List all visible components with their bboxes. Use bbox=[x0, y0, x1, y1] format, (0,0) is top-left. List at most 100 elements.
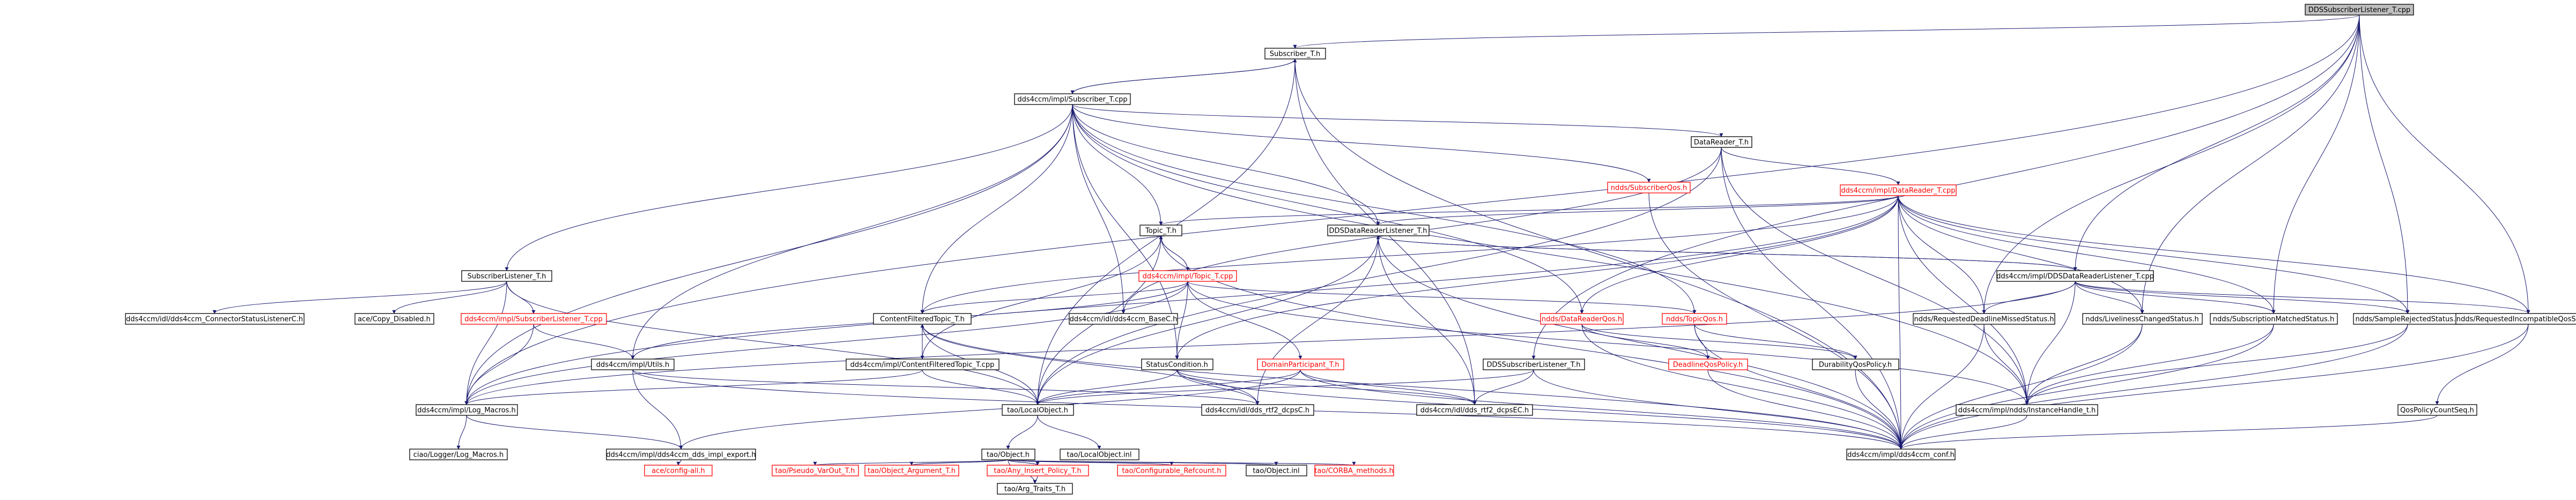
node-box bbox=[864, 465, 959, 476]
file-node-topic-t-h[interactable]: Topic_T.h bbox=[1139, 225, 1182, 236]
file-node-impl-contentfilteredtopic-t-cpp[interactable]: dds4ccm/impl/ContentFilteredTopic_T.cpp bbox=[846, 359, 1000, 370]
file-node-ddssubscriberlistener-t-h[interactable]: DDSSubscriberListener_T.h bbox=[1483, 359, 1585, 370]
include-edge bbox=[1580, 195, 1899, 314]
file-node-impl-ddsdatareaderlistener-t-cpp[interactable]: dds4ccm/impl/DDSDataReaderListener_T.cpp bbox=[1996, 270, 2154, 282]
node-box bbox=[461, 313, 607, 325]
node-label: ndds/TopicQos.h bbox=[1666, 316, 1723, 324]
file-node-contentfilteredtopic-t-h[interactable]: ContentFilteredTopic_T.h bbox=[873, 313, 972, 325]
file-node-ciao-logger-log-macros-h[interactable]: ciao/Logger/Log_Macros.h bbox=[409, 449, 508, 460]
file-node-ace-copy-disabled-h[interactable]: ace/Copy_Disabled.h bbox=[354, 313, 434, 325]
node-box bbox=[981, 449, 1035, 460]
file-node-tao-object-h[interactable]: tao/Object.h bbox=[981, 449, 1035, 460]
include-edge bbox=[1294, 58, 1903, 450]
file-node-tao-configurable-refcount-h[interactable]: tao/Configurable_Refcount.h bbox=[1117, 465, 1226, 476]
include-edge bbox=[1035, 369, 1178, 405]
file-node-tao-object-argument-t-h[interactable]: tao/Object_Argument_T.h bbox=[864, 465, 959, 476]
node-label: Topic_T.h bbox=[1145, 227, 1176, 235]
file-node-tao-localobject-h[interactable]: tao/LocalObject.h bbox=[1002, 404, 1074, 416]
node-label: dds4ccm/impl/Log_Macros.h bbox=[417, 407, 516, 415]
file-node-tao-arg-traits-t-h[interactable]: tao/Arg_Traits_T.h bbox=[997, 483, 1073, 495]
include-edge bbox=[1072, 104, 1179, 360]
include-edge bbox=[1035, 369, 1301, 405]
file-node-impl-utils-h[interactable]: dds4ccm/impl/Utils.h bbox=[591, 359, 675, 370]
include-edge bbox=[1982, 14, 2360, 314]
node-label: StatusCondition.h bbox=[1146, 361, 1208, 369]
include-edge bbox=[632, 369, 683, 450]
include-edge bbox=[464, 324, 534, 405]
node-label: Subscriber_T.h bbox=[1270, 50, 1321, 58]
include-edge bbox=[1982, 281, 2076, 314]
include-edge bbox=[1300, 369, 1477, 405]
file-node-qospolicycountseq-h[interactable]: QosPolicyCountSeq.h bbox=[2397, 404, 2477, 416]
node-label: dds4ccm/impl/DDSDataReaderListener_T.cpp bbox=[1996, 273, 2154, 281]
file-node-idl-dds-rtf2-dcpsec-h[interactable]: dds4ccm/idl/dds_rtf2_dcpsEC.h bbox=[1416, 404, 1533, 416]
include-edge bbox=[676, 459, 682, 466]
file-node-idl-connectorstatuslistenerc-h[interactable]: dds4ccm/idl/dds4ccm_ConnectorStatusListe… bbox=[125, 313, 305, 325]
file-node-root[interactable]: DDSSubscriberListener_T.cpp bbox=[2305, 4, 2414, 16]
file-node-impl-log-macros-h[interactable]: dds4ccm/impl/Log_Macros.h bbox=[416, 404, 518, 416]
include-edge bbox=[2075, 281, 2144, 314]
file-node-ndds-datareaderqos-h[interactable]: ndds/DataReaderQos.h bbox=[1540, 313, 1624, 325]
file-node-impl-topic-t-cpp[interactable]: dds4ccm/impl/Topic_T.cpp bbox=[1138, 270, 1237, 282]
node-box bbox=[2210, 313, 2338, 325]
include-edge bbox=[1293, 14, 2360, 49]
file-node-ndds-samplerejectedstatus-h[interactable]: ndds/SampleRejectedStatus.h bbox=[2353, 313, 2462, 325]
node-label: ndds/SubscriptionMatchedStatus.h bbox=[2213, 316, 2334, 324]
file-node-deadlineqospolicy-h[interactable]: DeadlineQosPolicy.h bbox=[1668, 359, 1748, 370]
file-node-ndds-topicqos-h[interactable]: ndds/TopicQos.h bbox=[1662, 313, 1727, 325]
file-node-ace-config-all-h[interactable]: ace/config-all.h bbox=[644, 465, 713, 476]
file-node-impl-datareader-t-cpp[interactable]: dds4ccm/impl/DataReader_T.cpp bbox=[1840, 184, 1957, 196]
file-node-impl-subscriberlistener-t-cpp[interactable]: dds4ccm/impl/SubscriberListener_T.cpp bbox=[461, 313, 607, 325]
include-edge bbox=[1072, 104, 1163, 226]
file-node-tao-corba-methods-h[interactable]: tao/CORBA_methods.h bbox=[1314, 465, 1394, 476]
include-edge bbox=[922, 324, 1260, 405]
file-node-impl-dds4ccm-dds-impl-export-h[interactable]: dds4ccm/impl/dds4ccm_dds_impl_export.h bbox=[606, 449, 756, 460]
file-node-idl-dds4ccm-basec-h[interactable]: dds4ccm/idl/dds4ccm_BaseC.h bbox=[1069, 313, 1178, 325]
file-node-subscriberlistener-t-h[interactable]: SubscriberListener_T.h bbox=[461, 270, 552, 282]
include-edge bbox=[1533, 369, 1903, 450]
file-node-tao-pseudo-varout-t-h[interactable]: tao/Pseudo_VarOut_T.h bbox=[772, 465, 859, 476]
node-box bbox=[1264, 48, 1326, 59]
include-edge bbox=[1037, 415, 1101, 450]
file-node-ndds-subscriberqos-h[interactable]: ndds/SubscriberQos.h bbox=[1607, 182, 1691, 193]
file-node-idl-dds-rtf2-dcpsc-h[interactable]: dds4ccm/idl/dds_rtf2_dcpsC.h bbox=[1201, 404, 1314, 416]
node-box bbox=[1257, 359, 1344, 370]
file-node-impl-subscriber-t-cpp[interactable]: dds4ccm/impl/Subscriber_T.cpp bbox=[1014, 93, 1131, 105]
node-label: dds4ccm/impl/ndds/InstanceHandle_t.h bbox=[1958, 407, 2096, 415]
include-edge bbox=[1035, 369, 1534, 405]
include-edge bbox=[1072, 104, 1723, 137]
include-edge bbox=[464, 104, 1073, 405]
file-node-ndds-requesteddeadlinemissedstatus-h[interactable]: ndds/RequestedDeadlineMissedStatus.h bbox=[1913, 313, 2055, 325]
file-node-ddsdatareaderlistener-t-h[interactable]: DDSDataReaderListener_T.h bbox=[1327, 225, 1430, 236]
file-node-impl-ndds-instancehandle-t-h[interactable]: dds4ccm/impl/ndds/InstanceHandle_t.h bbox=[1956, 404, 2098, 416]
node-label: dds4ccm/impl/DataReader_T.cpp bbox=[1841, 187, 1955, 195]
file-node-domainparticipant-t-h[interactable]: DomainParticipant_T.h bbox=[1257, 359, 1344, 370]
node-box bbox=[1812, 359, 1899, 370]
edges-layer bbox=[212, 14, 2530, 484]
node-box bbox=[1996, 270, 2154, 282]
include-edge bbox=[1899, 324, 2408, 450]
file-node-datareader-t-h[interactable]: DataReader_T.h bbox=[1691, 136, 1752, 148]
file-node-ndds-requestedincompatibleqosstatus-h[interactable]: ndds/RequestedIncompatibleQosStatus.h bbox=[2455, 313, 2576, 325]
file-node-statuscondition-h[interactable]: StatusCondition.h bbox=[1141, 359, 1213, 370]
node-box bbox=[1913, 313, 2055, 325]
file-node-subscriber-t-h[interactable]: Subscriber_T.h bbox=[1264, 48, 1326, 59]
file-node-impl-dds4ccm-conf-h[interactable]: dds4ccm/impl/dds4ccm_conf.h bbox=[1846, 449, 1956, 460]
node-box bbox=[1069, 313, 1178, 325]
include-edge bbox=[1187, 281, 2029, 405]
include-edge bbox=[632, 369, 1260, 405]
node-box bbox=[1060, 449, 1139, 460]
file-node-ndds-subscriptionmatchedstatus-h[interactable]: ndds/SubscriptionMatchedStatus.h bbox=[2210, 313, 2338, 325]
node-label: QosPolicyCountSeq.h bbox=[2400, 407, 2474, 415]
file-node-tao-object-inl[interactable]: tao/Object.inl bbox=[1246, 465, 1307, 476]
file-node-tao-localobject-inl[interactable]: tao/LocalObject.inl bbox=[1060, 449, 1139, 460]
node-box bbox=[1846, 449, 1956, 460]
include-edge bbox=[1378, 235, 1903, 450]
node-label: ContentFilteredTopic_T.h bbox=[880, 316, 965, 324]
node-box bbox=[1607, 182, 1691, 193]
node-label: ndds/DataReaderQos.h bbox=[1542, 316, 1622, 324]
file-node-durabilityqospolicy-h[interactable]: DurabilityQosPolicy.h bbox=[1812, 359, 1899, 370]
file-node-tao-arg-insert-policy-t-h[interactable]: tao/Any_Insert_Policy_T.h bbox=[987, 465, 1089, 476]
file-node-ndds-livelinesschangedstatus-h[interactable]: ndds/LivelinessChangedStatus.h bbox=[2082, 313, 2203, 325]
include-edge bbox=[1581, 324, 1857, 360]
